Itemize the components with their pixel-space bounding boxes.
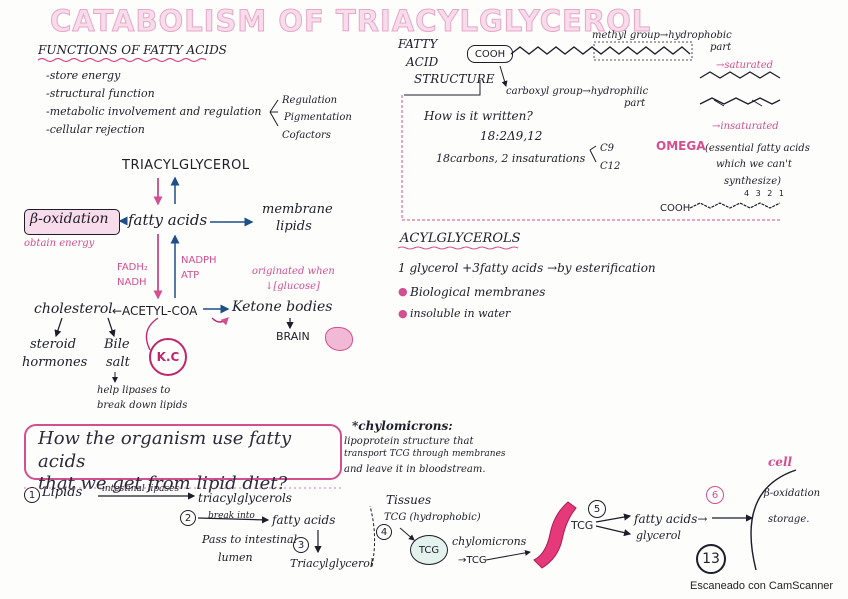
fatty-acids-label: fatty acids: [128, 211, 208, 229]
lipids-label: lipids: [276, 219, 312, 234]
saturated-label: →saturated: [716, 60, 774, 71]
cholesterol-label: cholesterol: [34, 301, 113, 317]
glucose-label: ↓[glucose]: [265, 281, 320, 292]
steroid-label: steroid: [30, 337, 77, 352]
fadh2-label: FADH₂: [117, 262, 148, 273]
brain-icon: [325, 327, 353, 351]
structure-heading-2: ACID: [406, 55, 439, 69]
bile-label: Bile: [104, 337, 130, 352]
tcg-arrow-label: →TCG: [458, 555, 487, 566]
omega-desc-1: (essential fatty acids: [705, 143, 810, 154]
cofactors-item: Cofactors: [282, 130, 331, 141]
structure-heading-3: STRUCTURE: [414, 72, 495, 86]
brain-label: BRAIN: [276, 330, 310, 343]
nadh-label: NADH: [117, 277, 147, 288]
break-down-lipids-label: break down lipids: [97, 400, 188, 411]
fatty-acids-bottom-label: fatty acids: [272, 513, 336, 527]
chylomicrons-text-2: transport TCG through membranes: [344, 449, 506, 459]
lumen-label: lumen: [218, 551, 253, 564]
carbons-label: 18carbons, 2 insaturations: [436, 152, 586, 165]
methyl-part-label: part: [710, 42, 732, 53]
structure-heading-1: FATTY: [398, 37, 438, 51]
step-6-circle: 6: [706, 486, 724, 504]
acetyl-coa-label: ←ACETYL-COA: [112, 304, 198, 318]
membrane-label: membrane: [262, 202, 333, 217]
question-line-1: How the organism use fatty acids: [38, 428, 292, 472]
omega-desc-3: synthesize): [724, 176, 782, 187]
pass-intestinal-label: Pass to intestinal: [202, 533, 298, 546]
chylomicrons-text-1: lipoprotein structure that: [344, 436, 474, 447]
omega-label: OMEGA: [656, 139, 706, 153]
kc-circle: K.C: [149, 338, 187, 376]
page-number-circle: 13: [696, 544, 726, 574]
acyl-line-1: 1 glycerol +3fatty acids →by esterificat…: [398, 261, 656, 275]
regulation-item: Regulation: [282, 95, 338, 106]
cooh-box: COOH: [467, 45, 513, 63]
cell-label: cell: [768, 455, 793, 469]
ketone-bodies-label: Ketone bodies: [232, 299, 333, 315]
camscanner-watermark: Escaneado con CamScanner: [690, 580, 834, 592]
storage-label: storage.: [768, 514, 810, 525]
omega-desc-2: which we can't: [716, 159, 792, 170]
tcg-circle: TCG: [410, 535, 448, 565]
triacylglycerol-bottom-label: Triacylglycerol: [290, 557, 374, 570]
step-2-circle: 2: [180, 510, 196, 526]
nadph-label: NADPH: [181, 255, 217, 266]
chylomicrons-title: *chylomicrons:: [352, 419, 453, 433]
how-written-label: How is it written?: [424, 109, 533, 123]
acylglycerols-heading: ACYLGLYCEROLS: [400, 231, 521, 246]
functions-item: -structural function: [46, 87, 155, 100]
intestinal-lipases-label: intestinal lipases: [102, 484, 180, 494]
step-5-circle: 5: [588, 500, 606, 518]
beta-oxidation-label: β-oxidation: [30, 211, 109, 227]
help-lipases-label: help lipases to: [97, 385, 171, 396]
chylomicrons-label: chylomicrons: [452, 535, 527, 548]
obtain-energy-label: obtain energy: [24, 238, 95, 249]
pin-icon: ●: [398, 307, 408, 320]
functions-item: -cellular rejection: [46, 123, 145, 136]
functions-item: -metabolic involvement and regulation: [46, 105, 262, 118]
tcg-hydrophobic-label: TCG (hydrophobic): [384, 512, 481, 523]
fatty-acids-right-label: fatty acids→: [634, 512, 708, 526]
triacylglycerol-label: TRIACYLGLYCEROL: [122, 158, 250, 173]
atp-label: ATP: [181, 270, 200, 281]
salt-label: salt: [106, 355, 130, 370]
pin-icon: ●: [398, 285, 408, 298]
acyl-line-2: Biological membranes: [410, 285, 546, 299]
question-line-2: that we get from lipid diet?: [38, 473, 288, 494]
carboxyl-part-label: part: [624, 98, 646, 109]
tcg-label: TCG: [571, 519, 594, 532]
c12-label: C12: [600, 161, 621, 172]
chylomicrons-text-3: and leave it in bloodstream.: [344, 464, 486, 475]
step-3-circle: 3: [293, 537, 309, 553]
methyl-group-label: methyl group→hydrophobic: [592, 30, 732, 41]
functions-item: -store energy: [46, 69, 121, 82]
acyl-line-3: insoluble in water: [410, 307, 511, 320]
pigmentation-item: Pigmentation: [284, 112, 352, 123]
triacylglycerols-label: triacylglycerols: [198, 491, 292, 505]
originated-label: originated when: [252, 266, 335, 277]
break-into-label: break into: [208, 511, 255, 521]
carboxyl-group-label: carboxyl group→hydrophilic: [506, 86, 649, 97]
beta-oxidation-bottom-label: β-oxidation: [764, 488, 821, 499]
lipids-label: Lipids: [42, 485, 83, 500]
page-title: CATABOLISM OF TRIACYLGLYCEROL: [49, 4, 652, 38]
fatty-acid-code: 18:2Δ9,12: [480, 129, 543, 143]
tissues-label: Tissues: [386, 493, 432, 507]
hormones-label: hormones: [22, 355, 88, 370]
insaturated-label: →insaturated: [712, 121, 779, 132]
c9-label: C9: [600, 143, 615, 154]
step-1-circle: 1: [24, 487, 40, 503]
omega-cooh-label: COOH: [660, 203, 691, 214]
question-box: How the organism use fatty acids that we…: [24, 424, 342, 494]
functions-heading: FUNCTIONS OF FATTY ACIDS: [38, 43, 227, 57]
omega-numbers: 4 3 2 1: [744, 189, 786, 198]
glycerol-label: glycerol: [636, 529, 681, 542]
step-4-circle: 4: [376, 524, 392, 540]
